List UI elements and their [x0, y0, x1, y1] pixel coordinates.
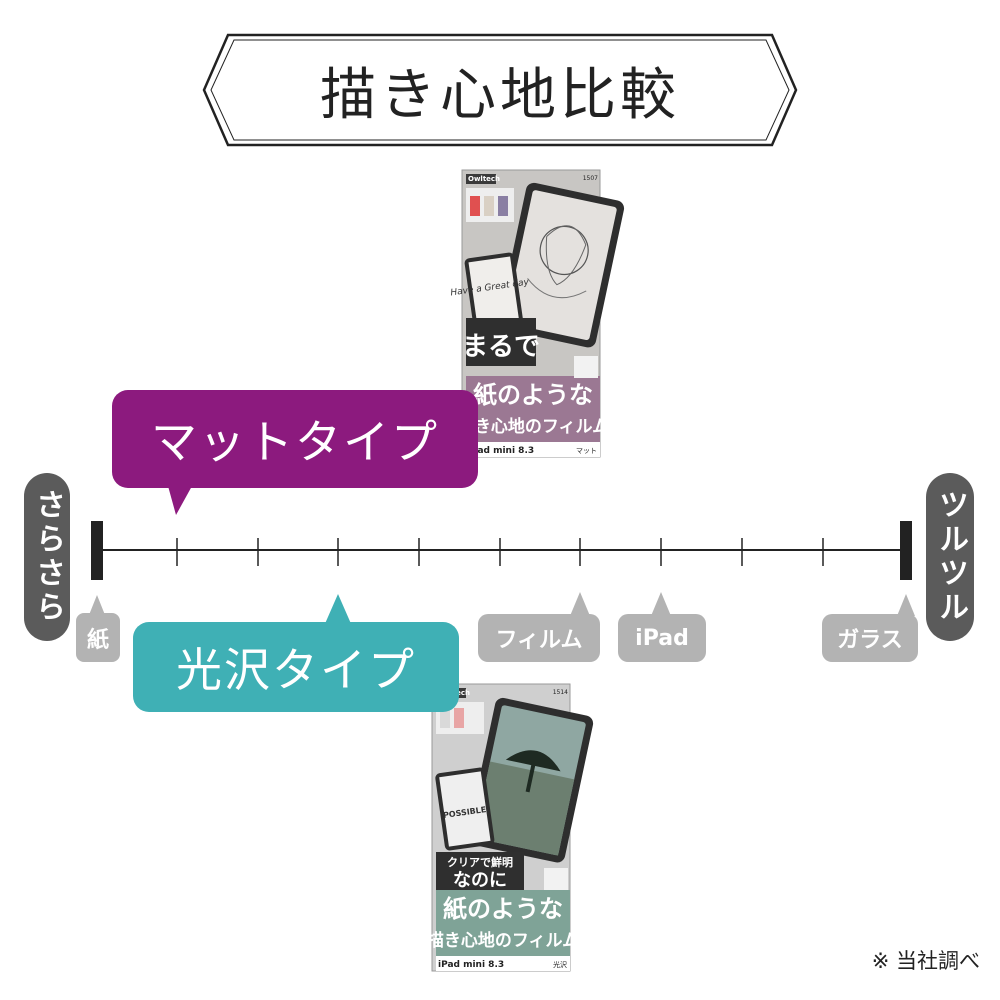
right-end-pill: [926, 473, 974, 641]
matte-copy-line1: 紙のような: [473, 381, 593, 409]
page-title: 描き心地比較: [320, 62, 680, 128]
glossy-type-text: 光沢: [553, 960, 567, 969]
scale-axis: [91, 521, 912, 580]
film-tag: [478, 592, 600, 662]
matte-badge-bg: [466, 318, 536, 366]
title-banner: [202, 33, 798, 147]
glossy-badge-line1: クリアで鮮明: [447, 855, 513, 869]
ipad-tag: [618, 592, 706, 662]
axis-left-end: [91, 521, 103, 580]
glossy-model-text: iPad mini 8.3: [438, 960, 504, 970]
glossy-badge-line2: なのに: [453, 870, 507, 891]
matte-brand-text: Owltech: [468, 175, 500, 183]
glass-marker-label: ガラス: [837, 628, 903, 653]
left-scale-label: さらさら: [30, 489, 65, 625]
matte-copy-line2: 描き心地のフィルム: [457, 416, 609, 437]
glossy-number-text: 1514: [553, 689, 568, 696]
matte-copy-bg: [466, 376, 600, 442]
glossy-label: 光沢タイプ: [176, 643, 416, 697]
glass-tag: [822, 594, 918, 662]
matte-badge-text: まるで: [462, 332, 540, 362]
matte-label: マットタイプ: [151, 415, 439, 469]
paper-marker-label: 紙: [86, 627, 109, 653]
matte-number-text: 1507: [583, 175, 598, 182]
ipad-marker-label: iPad: [635, 625, 689, 651]
film-marker-label: フィルム: [495, 628, 583, 653]
paper-tag: [76, 595, 120, 662]
footnote: ※ 当社調べ: [871, 949, 980, 973]
glossy-copy-line1: 紙のような: [443, 895, 563, 923]
title-banner-inner: [210, 39, 790, 141]
glossy-copy-line2: 描き心地のフィルム: [427, 930, 579, 951]
matte-package: Owltech 1507 Have a Great day まるで 紙のような …: [450, 169, 625, 458]
glossy-tablet: [467, 697, 594, 863]
glossy-callout: [133, 594, 459, 712]
glossy-package: Owltech 1514 POSSIBLE クリアで鮮明 なのに 紙のような 描…: [427, 683, 594, 972]
left-end-pill: [24, 473, 70, 641]
matte-callout: [112, 390, 478, 515]
matte-type-text: マット: [576, 447, 597, 455]
matte-small-tablet: [464, 252, 524, 336]
glossy-small-tablet: [435, 767, 495, 851]
matte-model-text: iPad mini 8.3: [468, 446, 534, 456]
right-scale-label: ツルツル: [933, 489, 968, 625]
matte-brand-strip: [466, 174, 496, 184]
axis-right-end: [900, 521, 912, 580]
matte-tablet: [498, 182, 625, 348]
